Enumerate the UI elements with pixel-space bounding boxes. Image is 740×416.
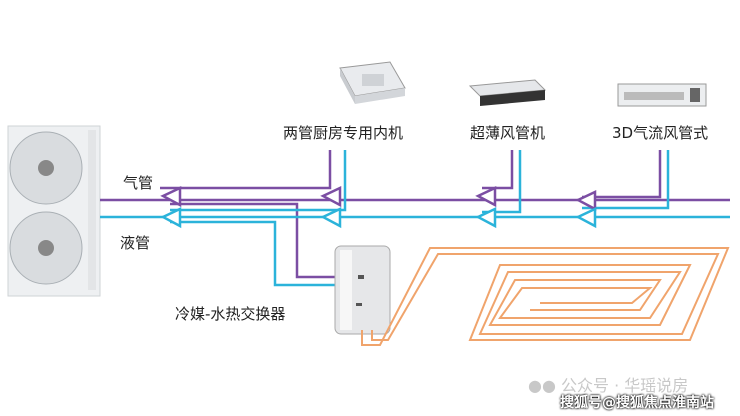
duct-unit-3d-label: 3D气流风管式 [612, 124, 709, 142]
wechat-icon: ●● [528, 376, 556, 395]
gas-pipe-lines [100, 150, 730, 279]
floor-heating-coil [361, 247, 730, 346]
gas-flow-arrows [160, 186, 597, 212]
heat-exchanger-image [334, 245, 391, 335]
liquid-pipe-label: 液管 [120, 234, 151, 252]
kitchen-indoor-unit-image [339, 61, 406, 104]
sohu-watermark: 搜狐号@搜狐焦点淮南站 [560, 395, 714, 411]
gas-pipe-label: 气管 [123, 174, 154, 192]
duct-unit-3d-image [617, 83, 707, 107]
slim-duct-unit-label: 超薄风管机 [470, 124, 546, 142]
wechat-watermark: ●● 公众号 · 华瑶说房 [528, 372, 688, 396]
liquid-flow-arrows [160, 207, 597, 229]
kitchen-unit-label: 两管厨房专用内机 [283, 124, 404, 142]
heat-exchanger-label: 冷媒-水热交换器 [175, 305, 286, 323]
outdoor-unit [7, 125, 101, 297]
slim-duct-unit-image [468, 79, 547, 106]
wechat-watermark-text: 公众号 · 华瑶说房 [561, 376, 689, 395]
